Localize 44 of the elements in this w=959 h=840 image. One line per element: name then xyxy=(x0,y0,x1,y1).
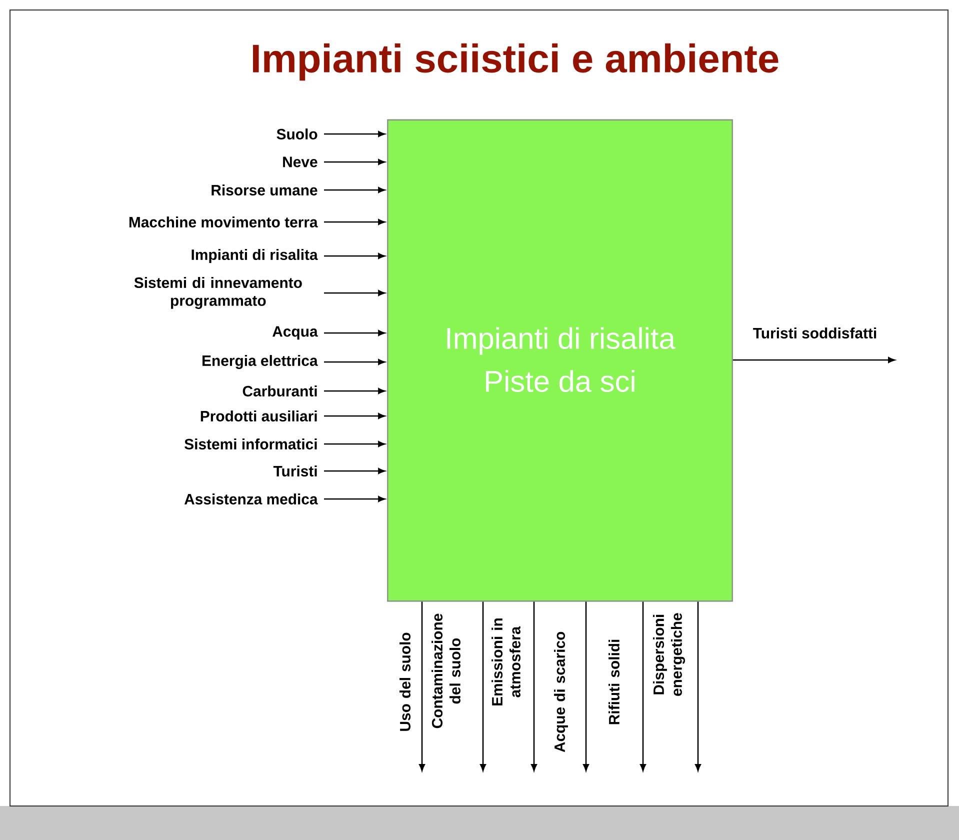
edge-label: Contaminazione del suolo xyxy=(432,614,460,728)
arrow xyxy=(324,359,386,365)
arrow xyxy=(324,388,386,394)
process-box xyxy=(387,119,733,602)
input-label: Impianti di risalita xyxy=(192,249,318,263)
arrow xyxy=(324,187,386,193)
input-label: Assistenza medica xyxy=(184,494,318,504)
arrow xyxy=(583,602,589,772)
arrow xyxy=(324,330,386,336)
input-label: Risorse umane xyxy=(212,184,318,196)
input-label: Suolo xyxy=(276,128,318,140)
arrow xyxy=(419,602,425,772)
input-label: Prodotti ausiliari xyxy=(200,410,317,422)
input-label: Acqua xyxy=(272,326,318,340)
arrow xyxy=(324,441,386,447)
edge-label: Turisti soddisfatti xyxy=(753,328,876,338)
arrow xyxy=(324,131,386,137)
arrow xyxy=(640,602,646,772)
arrow xyxy=(324,413,386,419)
input-label: Energia elettrica xyxy=(202,355,318,369)
title: Impianti sciistici e ambiente xyxy=(253,43,778,81)
box-title: Piste da sci xyxy=(486,370,634,392)
arrow xyxy=(480,602,486,772)
arrow xyxy=(324,468,386,474)
edge-label: Emissioni in atmosfera xyxy=(492,618,520,706)
arrow xyxy=(324,253,386,259)
input-label: Carburanti xyxy=(242,386,317,396)
edge-label: Uso del suolo xyxy=(400,632,410,731)
arrow xyxy=(695,602,701,772)
input-label: Neve xyxy=(283,156,318,168)
input-label: Sistemi di innevamento programmato xyxy=(134,277,302,309)
arrow xyxy=(531,602,537,772)
input-label: Macchine movimento terra xyxy=(129,216,318,228)
arrow xyxy=(324,219,386,225)
input-label: Turisti xyxy=(273,466,317,476)
arrow xyxy=(732,357,896,363)
arrow xyxy=(324,159,386,165)
arrow xyxy=(324,496,386,502)
edge-label: Dispersioni energetiche xyxy=(653,613,685,696)
edge-label: Rifiuti solidi xyxy=(608,640,620,724)
input-label: Sistemi informatici xyxy=(184,438,317,450)
arrow xyxy=(324,290,386,296)
box-title: Impianti di risalita xyxy=(447,327,676,355)
edge-label: Acque di scarico xyxy=(554,632,568,752)
